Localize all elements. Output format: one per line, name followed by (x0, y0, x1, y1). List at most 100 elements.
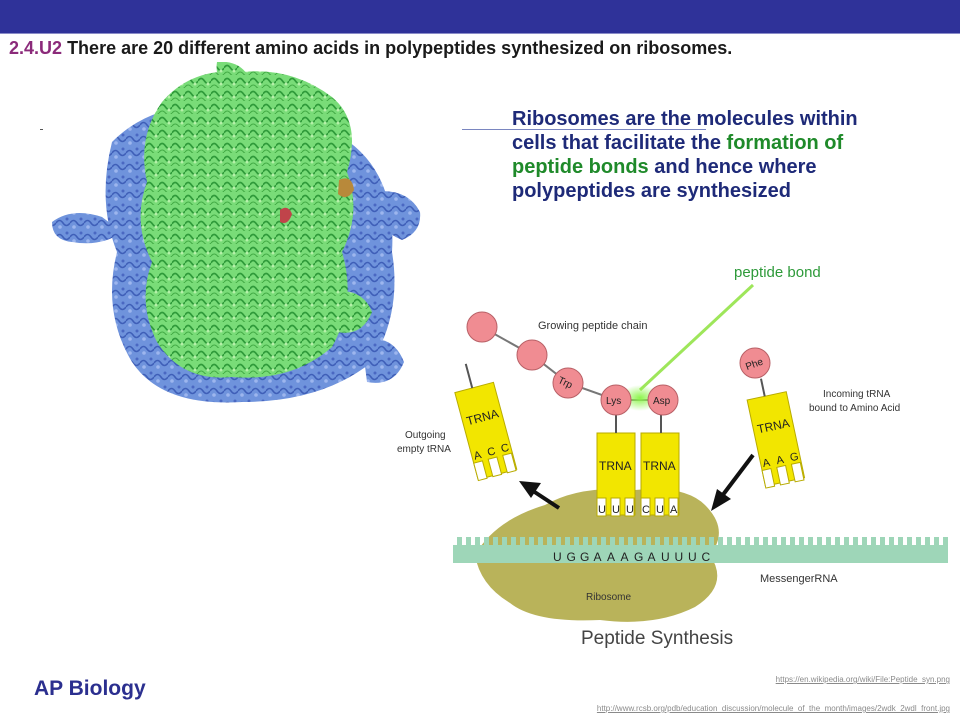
amino-acid-asp (647, 384, 679, 416)
trna-site-gold (338, 178, 354, 198)
mrna-base-letter: A (607, 550, 615, 564)
mrna-base-tooth (646, 537, 651, 546)
mrna-base-tooth (520, 537, 525, 546)
mrna-base-tooth (709, 537, 714, 546)
mrna-base-tooth (925, 537, 930, 546)
amino-acid-chain-1 (466, 311, 498, 343)
mrna-base-tooth (772, 537, 777, 546)
messenger-rna-label: MessengerRNA (760, 573, 838, 585)
mrna-base-tooth (673, 537, 678, 546)
mrna-base-tooth (934, 537, 939, 546)
peptide-bond-label: peptide bond (734, 264, 821, 281)
mrna-base-letter: A (594, 550, 602, 564)
description-highlight: formation of peptide bonds (512, 132, 844, 178)
mrna-base-tooth (799, 537, 804, 546)
outgoing-label-2: empty tRNA (397, 444, 451, 455)
decorative-dash (40, 129, 43, 130)
mrna-base-tooth (790, 537, 795, 546)
mrna-strand (453, 545, 948, 563)
mrna-base-letter: G (634, 550, 643, 564)
mrna-base-tooth (853, 537, 858, 546)
mrna-base-tooth (592, 537, 597, 546)
diagram-caption: Peptide Synthesis (581, 628, 733, 649)
mrna-base-tooth (484, 537, 489, 546)
mrna-base-tooth (637, 537, 642, 546)
mrna-base-tooth (574, 537, 579, 546)
title-code: 2.4.U2 (9, 38, 63, 58)
incoming-label-2: bound to Amino Acid (809, 403, 900, 414)
mrna-base-tooth (664, 537, 669, 546)
mrna-base-letter: G (567, 550, 576, 564)
mrna-base-tooth (610, 537, 615, 546)
mrna-base-tooth (601, 537, 606, 546)
trna-site-red (280, 207, 292, 223)
amino-acid-lys-label: Lys (606, 396, 621, 407)
mrna-base-tooth (844, 537, 849, 546)
description-rule (462, 129, 706, 130)
mrna-base-tooth (457, 537, 462, 546)
mrna-base-letter: U (553, 550, 562, 564)
mrna-base-tooth (493, 537, 498, 546)
anticodon-letter: A (775, 454, 785, 467)
mrna-base-tooth (781, 537, 786, 546)
incoming-label-1: Incoming tRNA (823, 389, 891, 400)
mrna-bases (457, 537, 948, 546)
description-text: Ribosomes are the molecules within cells… (512, 107, 862, 203)
mrna-base-tooth (862, 537, 867, 546)
mrna-base-tooth (880, 537, 885, 546)
mrna-base-tooth (736, 537, 741, 546)
description-part1: Ribosomes are the molecules within cells… (512, 108, 858, 154)
mrna-base-tooth (583, 537, 588, 546)
mrna-base-tooth (943, 537, 948, 546)
growing-chain-label: Growing peptide chain (538, 320, 647, 332)
trna-a-site (640, 410, 680, 517)
mrna-base-tooth (682, 537, 687, 546)
mrna-base-tooth (898, 537, 903, 546)
outgoing-label-1: Outgoing (405, 430, 446, 441)
mrna-base-tooth (916, 537, 921, 546)
anticodon-letter: A (473, 449, 484, 463)
amino-acid-asp-label: Asp (653, 396, 671, 407)
anticodon-letter: G (789, 451, 800, 465)
anticodon-letter: C (500, 442, 511, 456)
mrna-base-tooth (754, 537, 759, 546)
anticodon-letter: C (642, 504, 650, 516)
mrna-base-tooth (475, 537, 480, 546)
mrna-base-tooth (871, 537, 876, 546)
mrna-base-tooth (745, 537, 750, 546)
incoming-arrow (711, 453, 755, 511)
anticodon-letter: C (486, 445, 497, 459)
mrna-base-tooth (511, 537, 516, 546)
amino-acid-chain-2 (516, 339, 548, 371)
mrna-base-letter: C (702, 550, 711, 564)
mrna-base-tooth (817, 537, 822, 546)
amino-acid-trp (552, 367, 584, 399)
source-link-2[interactable]: http://www.rcsb.org/pdb/education_discus… (596, 704, 950, 713)
mrna-base-letter: U (661, 550, 670, 564)
anticodon-letter: A (762, 457, 772, 470)
mrna-base-letter: G (580, 550, 589, 564)
mrna-base-tooth (826, 537, 831, 546)
anticodon-letter: U (656, 504, 664, 516)
footer-course-name: AP Biology (34, 677, 146, 700)
mrna-base-tooth (556, 537, 561, 546)
ribosome-structure-image (52, 62, 421, 403)
mrna-base-tooth (835, 537, 840, 546)
anticodon-letter: U (626, 504, 634, 516)
anticodon-letter: U (598, 504, 606, 516)
mrna-base-tooth (889, 537, 894, 546)
anticodon-letter: A (670, 504, 678, 516)
mrna-base-tooth (619, 537, 624, 546)
source-link-1[interactable]: https://en.wikipedia.org/wiki/File:Pepti… (775, 675, 950, 684)
mrna-base-tooth (718, 537, 723, 546)
outgoing-arrow (519, 481, 561, 510)
mrna-base-tooth (502, 537, 507, 546)
amino-acid-phe (739, 347, 771, 379)
mrna-base-tooth (547, 537, 552, 546)
